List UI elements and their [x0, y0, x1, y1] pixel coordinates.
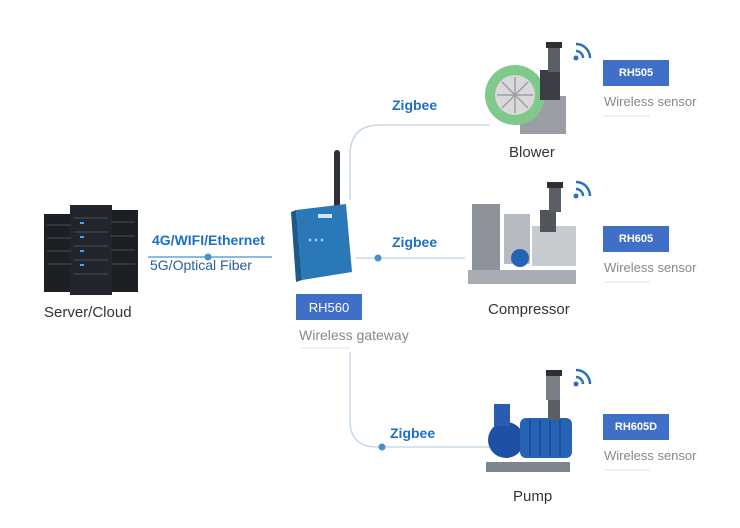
wifi-signal-icon — [572, 178, 594, 205]
wifi-signal-icon — [572, 40, 594, 67]
link-dot — [374, 254, 382, 262]
link-secondary-label: 5G/Optical Fiber — [150, 257, 252, 273]
blower-label: Blower — [509, 144, 555, 161]
server-label: Server/Cloud — [44, 304, 132, 321]
link-dot — [378, 443, 386, 451]
zigbee-label-pump: Zigbee — [390, 425, 436, 441]
pump-sensor-badge: RH605D — [603, 414, 669, 440]
gateway-blower-link — [349, 124, 490, 200]
compressor-sensor-badge: RH605 — [603, 226, 669, 252]
wifi-signal-icon — [572, 366, 594, 393]
pump-sensor-label: Wireless sensor — [604, 448, 697, 463]
compressor-label: Compressor — [488, 301, 570, 318]
zigbee-label-blower: Zigbee — [392, 97, 438, 113]
gateway-label: Wireless gateway — [299, 327, 409, 343]
zigbee-label-compressor: Zigbee — [392, 234, 438, 250]
compressor-sensor-label: Wireless sensor — [604, 260, 697, 275]
blower-sensor-badge: RH505 — [603, 60, 669, 86]
gateway-pump-link — [349, 352, 490, 448]
link-dot — [204, 253, 212, 261]
pump-label: Pump — [513, 488, 553, 505]
blower-sensor-label: Wireless sensor — [604, 94, 697, 109]
link-primary-label: 4G/WIFI/Ethernet — [152, 232, 265, 248]
gateway-model-badge: RH560 — [296, 294, 362, 320]
